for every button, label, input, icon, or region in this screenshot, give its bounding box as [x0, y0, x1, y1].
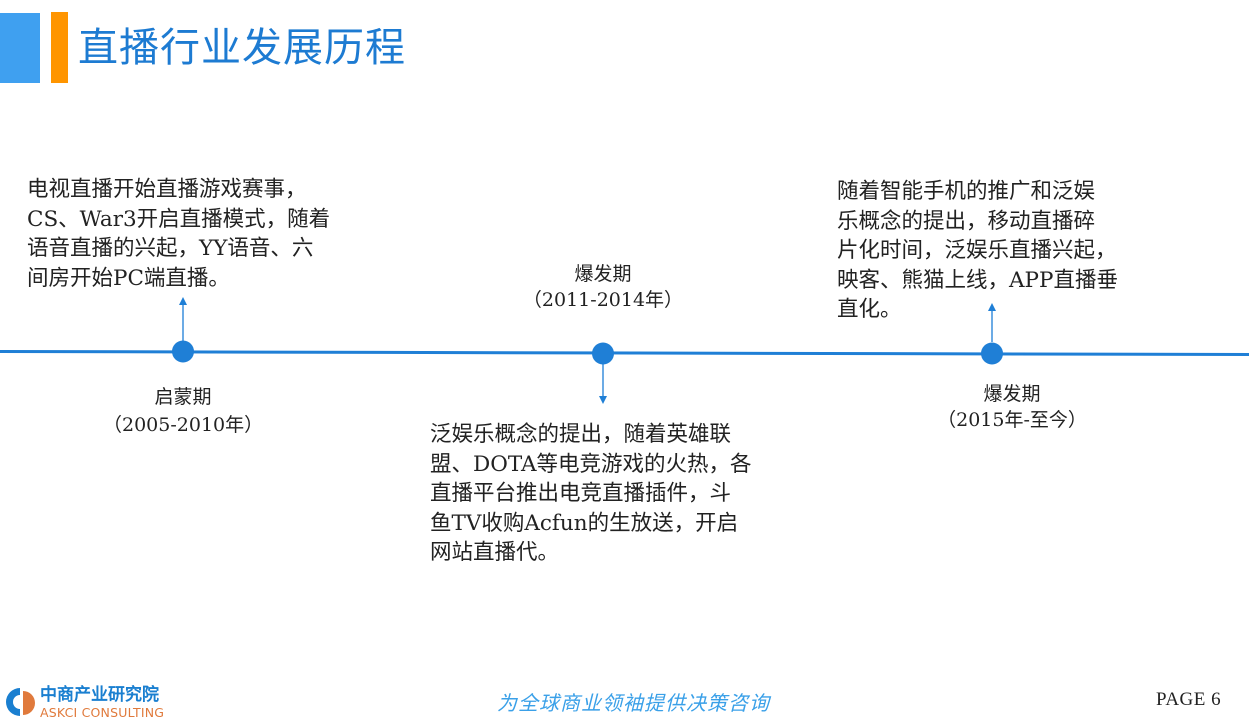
- stage-name: 启蒙期: [154, 386, 212, 408]
- description-line: 电视直播开始直播游戏赛事，: [27, 177, 307, 202]
- stage-3-period: 爆发期 （2015年-至今）: [922, 381, 1102, 433]
- description-line: 盟、DOTA等电竞游戏的火热，各: [430, 451, 752, 477]
- description-line: 泛娱乐概念的提出，随着英雄联: [430, 422, 732, 447]
- stage-3-node: [981, 342, 1003, 365]
- description-line: 间房开始PC端直播。: [27, 265, 230, 291]
- description-line: 鱼TV收购Acfun的生放送，开启: [430, 510, 739, 536]
- stage-2-description: 泛娱乐概念的提出，随着英雄联 盟、DOTA等电竞游戏的火热，各 直播平台推出电竞…: [430, 420, 752, 568]
- stage-1-node: [172, 340, 194, 363]
- stage-1-period: 启蒙期 （2005-2010年）: [103, 384, 263, 438]
- description-line: 映客、熊猫上线，APP直播垂: [837, 267, 1118, 293]
- description-line: CS、War3开启直播模式，随着: [27, 206, 331, 232]
- header-accent-bar-orange: [51, 12, 68, 83]
- stage-years: （2015年-至今）: [937, 409, 1087, 431]
- askci-logo-icon: [6, 688, 35, 716]
- header-accent-bar-blue: [0, 13, 40, 83]
- stage-2-period: 爆发期 （2011-2014年）: [518, 261, 688, 313]
- description-line: 直播平台推出电竞直播插件，斗: [430, 481, 732, 506]
- timeline-axis: [0, 350, 1249, 356]
- page-number: PAGE 6: [1156, 689, 1222, 710]
- company-name-en: ASKCI CONSULTING: [40, 705, 165, 720]
- stage-years: （2011-2014年）: [522, 289, 684, 311]
- stage-years: （2005-2010年）: [103, 414, 264, 436]
- description-line: 片化时间，泛娱乐直播兴起，: [837, 238, 1117, 263]
- stage-2-node: [592, 342, 614, 365]
- description-line: 网站直播代。: [430, 540, 560, 565]
- description-line: 随着智能手机的推广和泛娱: [837, 179, 1096, 204]
- description-line: 乐概念的提出，移动直播碎: [837, 208, 1096, 234]
- page-title: 直播行业发展历程: [78, 25, 406, 71]
- stage-name: 爆发期: [983, 383, 1041, 405]
- stage-1-description: 电视直播开始直播游戏赛事， CS、War3开启直播模式，随着 语音直播的兴起，Y…: [27, 175, 330, 293]
- stage-name: 爆发期: [574, 263, 632, 285]
- stage-3-description: 随着智能手机的推广和泛娱 乐概念的提出，移动直播碎 片化时间，泛娱乐直播兴起， …: [837, 177, 1118, 325]
- footer-slogan: 为全球商业领袖提供决策咨询: [497, 691, 770, 715]
- description-line: 语音直播的兴起，YY语音、六: [27, 236, 314, 261]
- company-name-cn: 中商产业研究院: [40, 685, 159, 705]
- description-line: 直化。: [837, 297, 902, 322]
